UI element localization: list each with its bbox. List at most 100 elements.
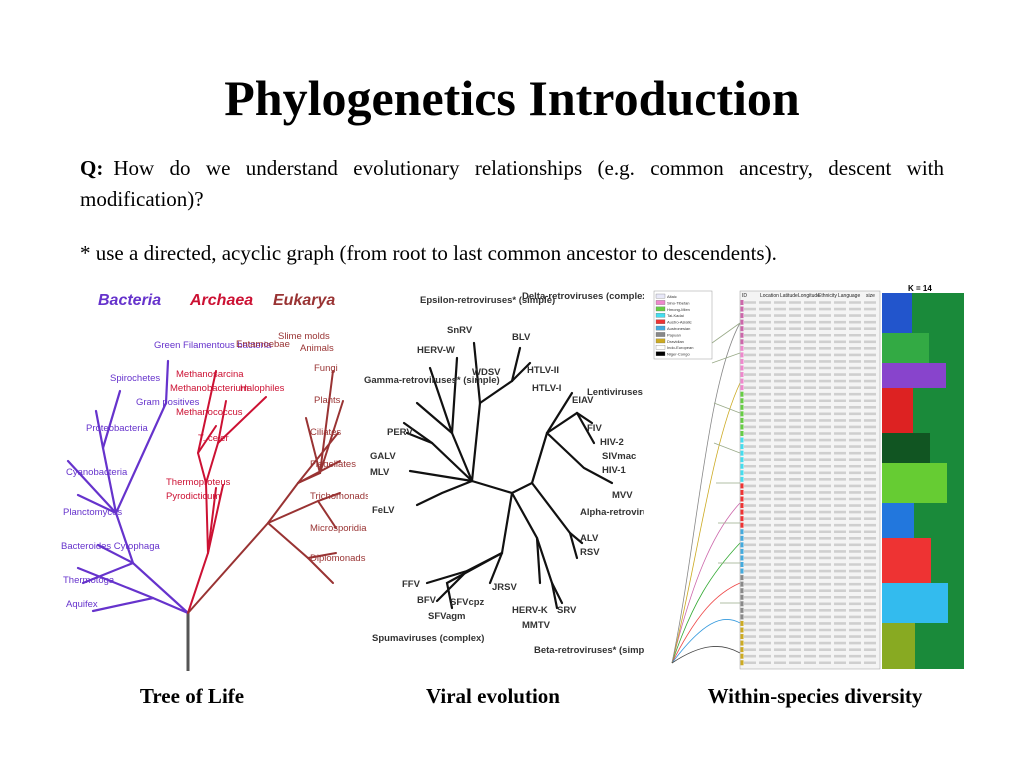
eukarya-branches	[187, 370, 344, 614]
structure-band	[882, 583, 948, 623]
table-row-marker	[740, 437, 744, 443]
structure-band	[882, 538, 931, 583]
table-row-marker	[740, 562, 744, 567]
label-wdsv: WDSV	[472, 367, 501, 378]
table-row-marker	[740, 555, 744, 561]
table-row-marker	[740, 463, 744, 469]
domain-eukarya: Eukarya	[273, 292, 335, 309]
legend-swatch	[655, 319, 666, 324]
label-beta: Beta-retroviruses* (simple)	[534, 645, 644, 656]
taxon-thermotoga: Thermotoga	[63, 575, 115, 586]
table-row-marker	[740, 378, 744, 384]
domain-archaea: Archaea	[189, 292, 253, 309]
legend-label: Hmong-Mien	[667, 307, 690, 312]
archaea-branches	[187, 370, 267, 614]
table-row-marker	[740, 326, 744, 332]
label-felv: FeLV	[372, 505, 395, 516]
table-row-marker	[740, 535, 744, 541]
table-row-marker	[740, 489, 744, 495]
taxon-green-filamentous: Green Filamentous bacteria	[154, 340, 272, 351]
caption-within-species: Within-species diversity	[707, 684, 923, 708]
table-row-marker	[740, 509, 744, 515]
table-row-marker	[740, 417, 744, 423]
taxon-slime-molds: Slime molds	[278, 331, 330, 342]
legend-swatch	[655, 300, 666, 305]
legend-swatch	[655, 325, 666, 331]
tree-of-life-figure: Bacteria Archaea Eukarya Green Filamento…	[58, 283, 368, 671]
taxon-aquifex: Aquifex	[66, 599, 98, 610]
legend-swatch	[655, 313, 666, 318]
table-header-size: size	[866, 293, 875, 299]
bacteria-branches	[66, 359, 190, 615]
answer-paragraph: * use a directed, acyclic graph (from ro…	[80, 241, 777, 265]
label-hiv-2: HIV-2	[600, 437, 624, 448]
table-row-marker	[740, 365, 744, 371]
taxon-animals: Animals	[300, 343, 334, 354]
taxon-microsporidia: Microsporidia	[310, 523, 367, 534]
label-rsv: RSV	[580, 547, 600, 558]
taxon-proteobacteria: Proteobacteria	[86, 423, 149, 434]
taxon-diplomonads: Diplomonads	[310, 553, 366, 564]
legend-label: Austronesian	[667, 326, 690, 331]
label-epsilon: Epsilon-retroviruses* (simple)	[420, 295, 555, 306]
label-herv-k: HERV-K	[512, 605, 548, 616]
table-row-marker	[740, 313, 744, 319]
label-mmtv: MMTV	[522, 620, 551, 631]
taxon-t-celer: T. celer	[198, 433, 229, 444]
label-herv-w: HERV-W	[417, 345, 455, 356]
label-jrsv: JRSV	[492, 582, 517, 593]
table-header-language: Language	[838, 293, 860, 299]
label-eiav: EIAV	[572, 395, 594, 406]
table-row-marker	[740, 319, 744, 325]
label-perv: PERV	[387, 427, 413, 438]
table-row-marker	[740, 457, 744, 463]
table-row-marker	[740, 594, 744, 600]
table-row-marker	[740, 640, 744, 646]
within-species-diagram: AltaicSino-TibetanHmong-MienTai-KadaiAus…	[653, 284, 964, 670]
table-header-ethnicity: Ethnicity	[818, 293, 837, 299]
table-row-marker	[740, 634, 744, 640]
label-lentiviruses: Lentiviruses (complex)	[587, 387, 644, 398]
table-row-marker	[740, 372, 744, 378]
table-row-marker	[740, 300, 744, 305]
taxon-methanobacterium: Methanobacterium	[170, 383, 249, 394]
taxon-spirochetes: Spirochetes	[110, 373, 160, 384]
taxon-flagellates: Flagellates	[310, 459, 356, 470]
taxon-gram-positives: Gram positives	[136, 397, 200, 408]
table-row-marker	[740, 601, 744, 607]
table-row-marker	[740, 404, 744, 410]
taxon-trichomonads: Trichomonads	[310, 491, 368, 502]
table-row-marker	[740, 542, 744, 548]
table-row-marker	[740, 352, 744, 358]
table-row-marker	[740, 503, 744, 509]
label-spumaviruses: Spumaviruses (complex)	[372, 633, 484, 644]
question-text: How do we understand evolutionary relati…	[80, 156, 944, 211]
legend-swatch	[655, 293, 666, 299]
legend-label: Niger-Congo	[667, 352, 690, 357]
table-row-marker	[740, 411, 744, 417]
table-row-marker	[740, 332, 744, 338]
table-row-marker	[740, 614, 744, 620]
taxon-halophiles: Halophiles	[240, 383, 285, 394]
table-row-marker	[740, 450, 744, 456]
tree-of-life-diagram: Bacteria Archaea Eukarya Green Filamento…	[61, 292, 368, 671]
table-row-marker	[740, 660, 744, 666]
label-snrv: SnRV	[447, 325, 473, 336]
table-row-marker	[740, 620, 744, 626]
legend-label: Tai-Kadai	[667, 313, 684, 318]
structure-band	[882, 293, 912, 333]
caption-tree-of-life: Tree of Life	[139, 684, 245, 708]
table-row-marker	[740, 345, 744, 351]
table-row-marker	[740, 568, 744, 574]
table-row-marker	[740, 575, 744, 581]
legend-label: Papuan	[667, 332, 681, 337]
legend-swatch	[655, 338, 666, 344]
table-row-marker	[740, 581, 744, 587]
legend-swatch	[655, 345, 666, 350]
legend-label: Austro-Asiatic	[667, 320, 692, 325]
label-alpha: Alpha-retroviruses* (simple)	[580, 507, 644, 518]
structure-band	[882, 433, 930, 463]
taxon-bacteroides: Bacteroides Cytophaga	[61, 541, 160, 552]
structure-bar-plot	[882, 293, 964, 669]
label-sfvagm: SFVagm	[428, 611, 466, 622]
